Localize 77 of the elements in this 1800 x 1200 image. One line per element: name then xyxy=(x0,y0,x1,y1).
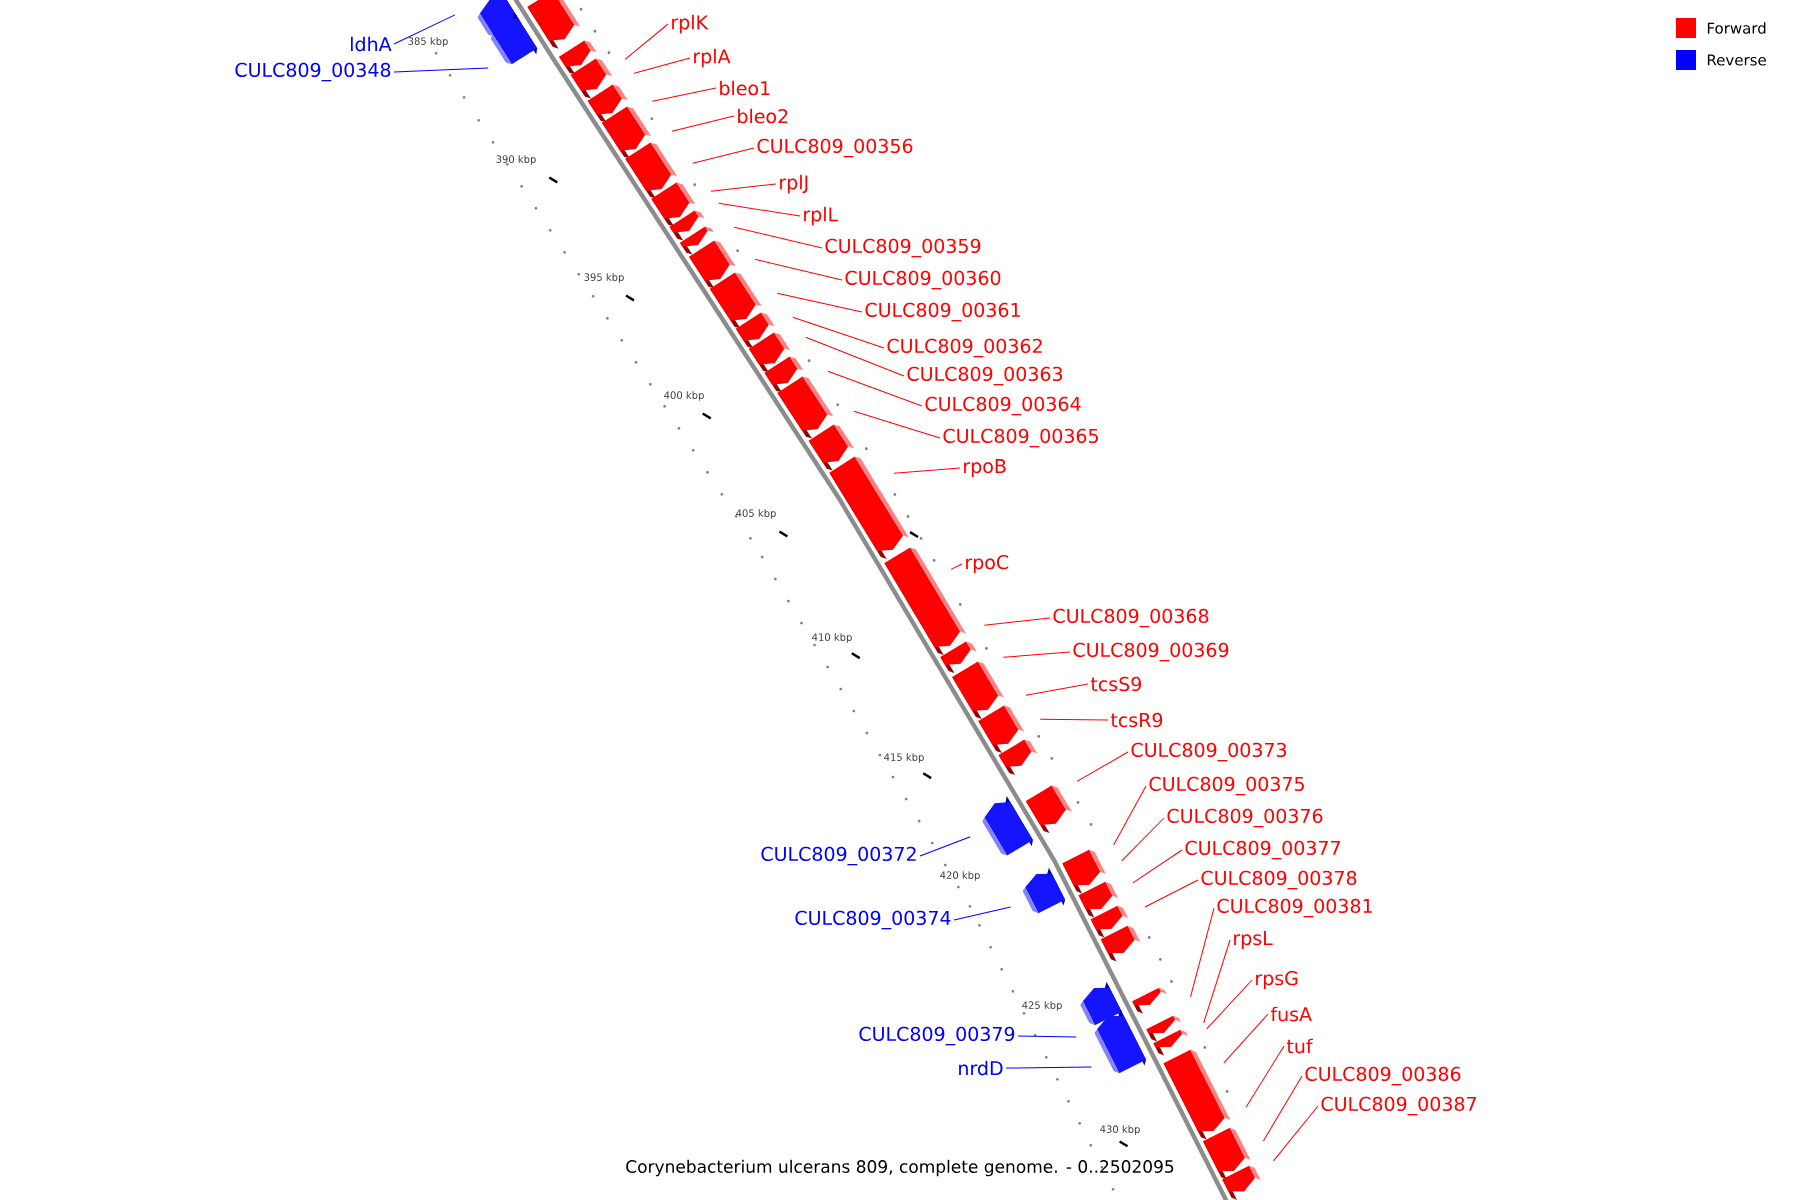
leader-line xyxy=(710,183,777,192)
leader-line xyxy=(1121,817,1165,862)
leader-line xyxy=(1025,683,1089,696)
gene-label: rplJ xyxy=(780,174,808,194)
leader-line xyxy=(805,336,905,377)
gene-label: bleo2 xyxy=(738,108,788,124)
gene-label: CULC809_00377 xyxy=(1185,840,1340,860)
leader-line xyxy=(1113,785,1147,846)
gene-label: CULC809_00360 xyxy=(845,270,1001,290)
leader-line xyxy=(651,87,717,102)
gene-label: tuf xyxy=(1286,1038,1313,1054)
gene-label: ldhA xyxy=(351,36,392,52)
gene-label: CULC809_00372 xyxy=(761,846,916,866)
gene-label: CULC809_00381 xyxy=(1217,898,1372,918)
leader-line xyxy=(1076,751,1129,782)
gene-label: CULC809_00379 xyxy=(859,1026,1015,1046)
leader-line xyxy=(1144,879,1199,908)
leader-line xyxy=(1203,939,1231,1024)
gene-label: rpoC xyxy=(966,554,1009,574)
gene-label: fusA xyxy=(1270,1006,1312,1022)
gene-label: tcsS9 xyxy=(1090,676,1142,692)
leader-line xyxy=(393,67,489,73)
leader-line xyxy=(754,258,843,281)
leader-line xyxy=(393,14,456,45)
leader-line xyxy=(1262,1075,1303,1142)
gene-label: rplL xyxy=(804,206,839,226)
leader-line xyxy=(671,115,735,132)
gene-label: rpoB xyxy=(964,459,1006,477)
gene-label: nrdD xyxy=(959,1060,1003,1076)
gene-label: CULC809_00356 xyxy=(757,138,913,158)
leader-line xyxy=(893,467,961,474)
caption: Corynebacterium ulcerans 809, complete genome. - 0..2502095 xyxy=(626,1159,1174,1177)
leader-line xyxy=(1017,1035,1077,1038)
leader-line xyxy=(633,57,691,74)
leader-line xyxy=(853,410,941,439)
gene-label: tcsR9 xyxy=(1110,712,1163,728)
leader-line xyxy=(1245,1045,1285,1108)
gene-label: CULC809_00387 xyxy=(1321,1096,1476,1116)
gene-label: CULC809_00375 xyxy=(1149,776,1304,796)
gene-label: CULC809_00376 xyxy=(1167,808,1323,828)
leader-line xyxy=(983,617,1051,626)
gene-label: CULC809_00378 xyxy=(1201,870,1357,890)
leader-line xyxy=(1206,979,1253,1030)
gene-label: rplK xyxy=(672,14,709,34)
leader-line xyxy=(919,836,971,857)
leader-line xyxy=(718,202,801,217)
gene-label: rpsL xyxy=(1234,931,1273,949)
leader-line xyxy=(733,226,823,249)
gene-label: CULC809_00365 xyxy=(943,428,1098,448)
leader-line xyxy=(1132,849,1183,884)
gene-label: CULC809_00361 xyxy=(865,302,1020,322)
leader-line xyxy=(950,563,963,570)
gene-label: rpsG xyxy=(1256,970,1298,990)
leader-line xyxy=(1005,1066,1093,1069)
leader-line xyxy=(1002,651,1071,658)
gene-label: CULC809_00364 xyxy=(925,396,1081,416)
leader-line xyxy=(1190,907,1215,998)
gene-label: CULC809_00348 xyxy=(235,62,391,82)
leader-line xyxy=(1272,1105,1319,1162)
gene-label: CULC809_00362 xyxy=(887,338,1042,358)
gene-label: CULC809_00386 xyxy=(1305,1066,1461,1086)
leader-line xyxy=(1039,718,1109,721)
gene-label: CULC809_00374 xyxy=(795,910,951,930)
gene-label: CULC809_00368 xyxy=(1053,608,1209,628)
leader-line xyxy=(827,370,923,407)
leader-line xyxy=(792,316,885,349)
gene-label: CULC809_00363 xyxy=(907,366,1063,386)
gene-label: rplA xyxy=(694,48,731,68)
gene-label: CULC809_00369 xyxy=(1073,642,1229,662)
gene-label: bleo1 xyxy=(720,80,770,96)
leader-line xyxy=(624,23,669,60)
leader-line xyxy=(692,147,755,164)
gene-label: CULC809_00359 xyxy=(825,238,981,258)
leader-line xyxy=(953,906,1012,921)
gene-label: CULC809_00373 xyxy=(1131,742,1287,762)
leader-line xyxy=(1223,1013,1269,1064)
leader-line xyxy=(776,292,863,313)
